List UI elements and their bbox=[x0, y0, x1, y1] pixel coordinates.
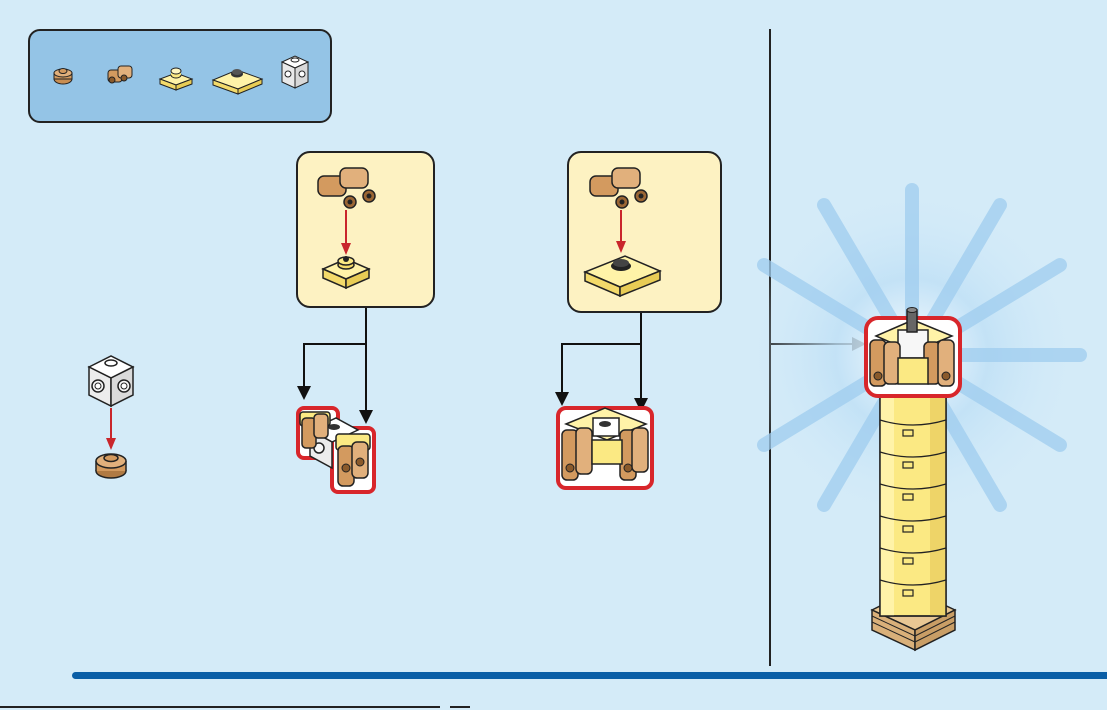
step2-assembly bbox=[298, 408, 374, 492]
brick-1x1-studs-sides-white-icon bbox=[282, 56, 308, 88]
step3-assembly bbox=[558, 408, 652, 488]
callout2-arrow-head bbox=[616, 241, 626, 253]
callout2-jumper-plate bbox=[585, 256, 660, 296]
binocular-tan-icon bbox=[108, 66, 132, 83]
callout1-plate bbox=[323, 256, 369, 288]
step1-white-brick bbox=[89, 356, 133, 406]
step1-round-plate bbox=[96, 454, 126, 478]
callout1-binocular bbox=[318, 168, 375, 208]
plate-1x1-yellow-icon bbox=[160, 68, 192, 90]
step1-arrow-head bbox=[106, 438, 116, 450]
callout1-connector-left bbox=[304, 308, 366, 390]
callout2-connector-left bbox=[562, 313, 641, 396]
round-plate-tan-icon bbox=[54, 69, 72, 85]
callout1-arrow-head bbox=[341, 243, 351, 255]
callout2-binocular bbox=[590, 168, 647, 208]
lighthouse-tower-icon bbox=[866, 308, 960, 651]
jumper-plate-1x2-yellow-icon bbox=[213, 69, 262, 94]
